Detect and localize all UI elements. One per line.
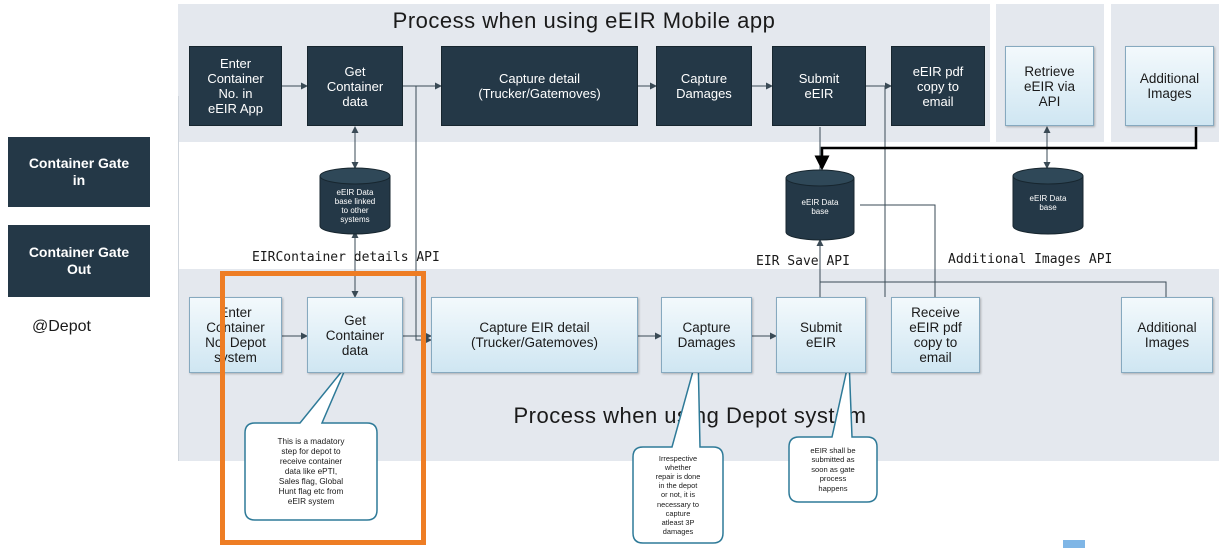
depot-capture-eir-detail-box: Capture EIR detail (Trucker/Gatemoves): [431, 297, 638, 373]
damages-callout: Irrespective whether repair is done in t…: [655, 453, 701, 537]
save-api-label: EIR Save API: [756, 254, 850, 269]
database-linked-label: eEIR Data base linked to other systems: [334, 188, 376, 224]
additional-images-top-box: Additional Images: [1125, 46, 1214, 126]
container-details-api-label: EIRContainer details API: [252, 250, 440, 265]
retrieve-bold-connector: [814, 127, 1198, 171]
callout-shapes: [244, 352, 878, 544]
depot-capture-damages-box: Capture Damages: [661, 297, 752, 373]
depot-additional-images-box: Additional Images: [1121, 297, 1213, 373]
depot-label: @Depot: [32, 318, 91, 335]
depot-receive-pdf-box: Receive eEIR pdf copy to email: [891, 297, 980, 373]
database-cylinders: [319, 167, 1084, 241]
container-gate-in-box: Container Gate in: [8, 137, 150, 207]
depot-submit-eeir-box: Submit eEIR: [776, 297, 866, 373]
mobile-capture-detail-box: Capture detail (Trucker/Gatemoves): [441, 46, 638, 126]
database-images-label: eEIR Data base: [1029, 194, 1067, 212]
mobile-capture-damages-box: Capture Damages: [656, 46, 752, 126]
mobile-submit-eeir-box: Submit eEIR: [772, 46, 866, 126]
mobile-pdf-copy-box: eEIR pdf copy to email: [891, 46, 985, 126]
corner-mark: [1063, 540, 1085, 548]
container-gate-out-box: Container Gate Out: [8, 225, 150, 297]
mandatory-step-callout: This is a madatory step for depot to rec…: [277, 436, 345, 506]
submit-callout: eEIR shall be submitted as soon as gate …: [810, 445, 856, 493]
database-save-label: eEIR Data base: [801, 198, 839, 216]
left-divider: [178, 96, 179, 461]
mobile-get-container-data-box: Get Container data: [307, 46, 403, 126]
highlight-rectangle: [220, 271, 426, 545]
images-api-label: Additional Images API: [948, 252, 1113, 267]
mobile-process-title: Process when using eEIR Mobile app: [392, 8, 776, 33]
depot-get-container-data-box: Get Container data: [307, 297, 403, 373]
retrieve-eeir-api-box: Retrieve eEIR via API: [1005, 46, 1094, 126]
mobile-enter-container-box: Enter Container No. in eEIR App: [189, 46, 282, 126]
